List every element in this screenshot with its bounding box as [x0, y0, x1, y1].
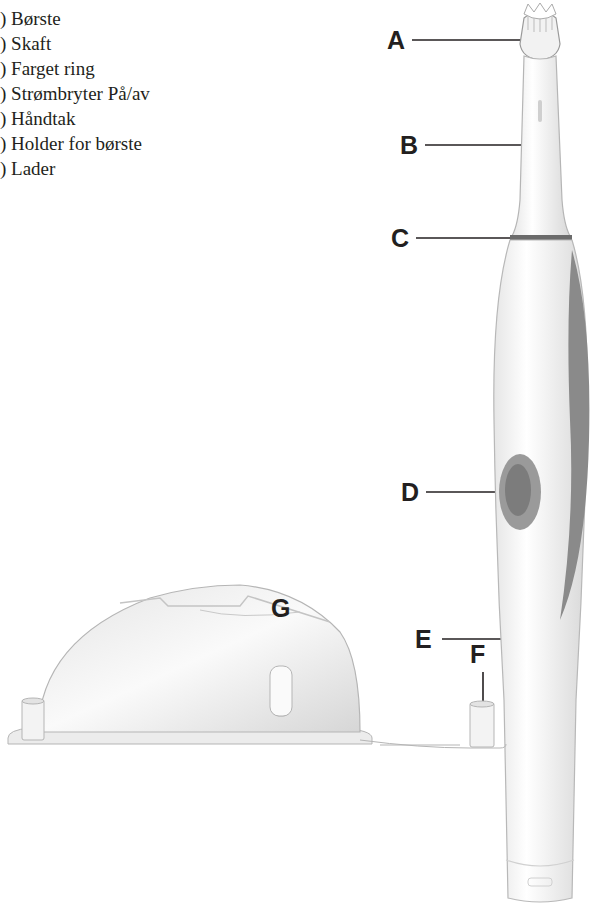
brush-head	[520, 3, 560, 60]
callout-letter: F	[470, 642, 485, 667]
shaft-slot	[538, 100, 542, 122]
shaft	[512, 56, 570, 236]
part-name: ) Skaft	[0, 34, 51, 53]
part-name: ) Strømbryter På/av	[0, 84, 150, 103]
callout-letter: D	[401, 480, 419, 505]
callout-letter: B	[400, 133, 418, 158]
power-switch	[499, 454, 541, 530]
callout-letter: E	[415, 627, 432, 652]
charger-base	[8, 585, 506, 748]
part-name: ) Børste	[0, 9, 61, 28]
part-name: ) Lader	[0, 159, 55, 178]
callout-letter: C	[391, 226, 409, 251]
leader-lines	[281, 40, 527, 703]
callout-letter: G	[271, 596, 290, 621]
part-name: ) Farget ring	[0, 59, 95, 78]
colored-ring	[510, 235, 572, 240]
callout-letter: A	[387, 28, 405, 53]
handle-grip	[560, 250, 589, 620]
part-name: ) Håndtak	[0, 109, 75, 128]
part-name: ) Holder for børste	[0, 134, 142, 153]
